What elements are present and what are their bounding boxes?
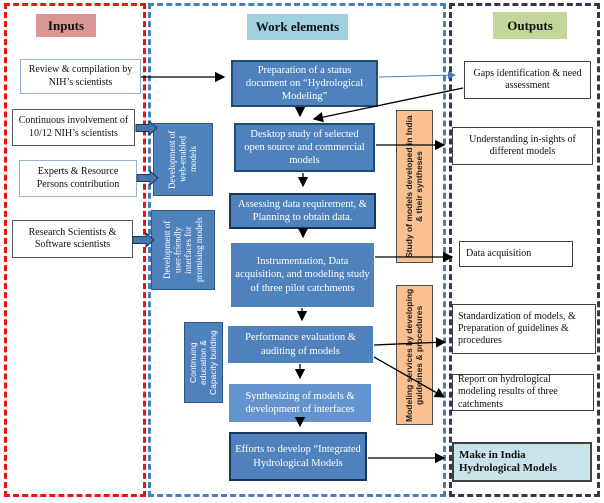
side-box-label: Development of web-enabled models (167, 130, 199, 189)
orange-box-modeling-services: Modeling services by developing guidelin… (396, 285, 433, 425)
work-elements-panel (148, 3, 446, 497)
side-box-web-enabled-models: Development of web-enabled models (153, 123, 213, 196)
outputs-panel (449, 3, 600, 497)
output-box-standardization: Standardization of models, & Preparation… (452, 304, 596, 354)
input-box-continuous-involvement: Continuous involvement of 10/12 NIH’s sc… (12, 109, 135, 146)
inputs-header: Inputs (36, 14, 96, 37)
work-elements-header: Work elements (247, 14, 348, 40)
orange-box-label: Study of models developed in India & the… (404, 115, 425, 258)
input-box-experts-resource: Experts & Resource Persons contribution (19, 160, 137, 197)
side-box-continuing-education: Continuing education & Capacity building (184, 322, 223, 403)
flow-box-performance-evaluation: Performance evaluation & auditing of mod… (228, 326, 373, 363)
output-box-gaps-identification: Gaps identification & need assessment (464, 61, 591, 99)
flow-box-assessing-data: Assessing data requirement, & Planning t… (229, 193, 376, 229)
flow-box-instrumentation: Instrumentation, Data acquisition, and m… (231, 243, 374, 307)
output-box-report-catchments: Report on hydrological modeling results … (452, 374, 594, 411)
side-box-label: Development of user-friendly interfaces … (161, 217, 204, 283)
flow-box-status-document: Preparation of a status document on “Hyd… (231, 60, 378, 107)
flow-box-desktop-study: Desktop study of selected open source an… (234, 123, 375, 172)
output-box-understanding-insights: Understanding in-sights of different mod… (452, 127, 593, 165)
orange-box-label: Modeling services by developing guidelin… (404, 288, 425, 422)
orange-box-study-of-models: Study of models developed in India & the… (396, 110, 433, 263)
input-box-research-scientists: Research Scientists & Software scientist… (12, 220, 133, 258)
input-box-review-compilation: Review & compilation by NIH’s scientists (20, 59, 141, 94)
outputs-header: Outputs (493, 12, 567, 39)
flow-box-synthesizing-models: Synthesizing of models & development of … (229, 384, 371, 422)
side-box-user-friendly-interfaces: Development of user-friendly interfaces … (151, 210, 215, 290)
output-box-make-in-india: Make in India Hydrological Models (452, 442, 592, 482)
inputs-panel (4, 3, 146, 497)
output-box-data-acquisition: Data acquisition (459, 241, 573, 267)
flow-box-integrated-models: Efforts to develop “Integrated Hydrologi… (229, 432, 367, 481)
side-box-label: Continuing education & Capacity building (188, 330, 219, 395)
